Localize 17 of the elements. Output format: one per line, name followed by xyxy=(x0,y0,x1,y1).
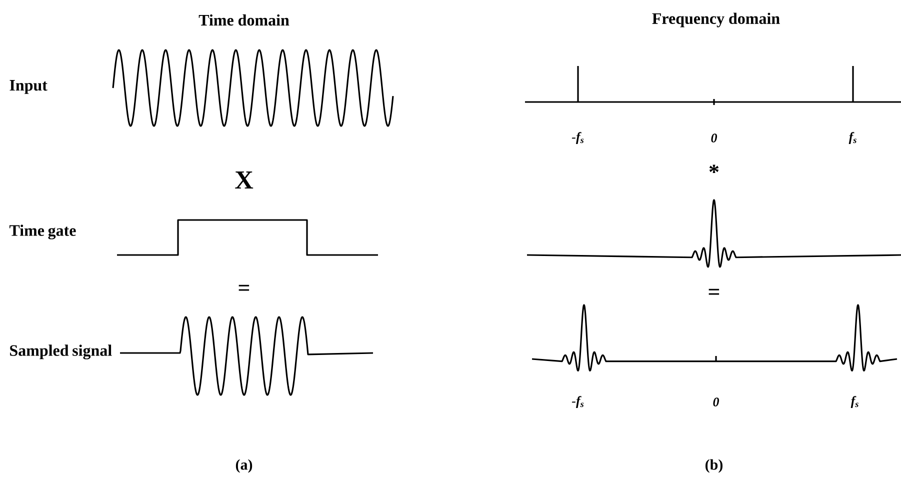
axis-tick-label: f$_{s}$ xyxy=(850,396,858,408)
column-heading: Frequency domain xyxy=(652,12,780,28)
panel-label: (a) xyxy=(236,459,252,473)
operator-symbol: X xyxy=(235,171,254,188)
operator-symbol: = xyxy=(238,284,250,291)
operator-symbol: * xyxy=(709,164,719,174)
axis-tick-label: f$_{s}$ xyxy=(848,132,856,144)
row-label: Input xyxy=(10,80,48,94)
panel-label: (b) xyxy=(706,459,722,473)
axis-tick-label: -f$_{s}$ xyxy=(572,132,584,144)
operator-symbol: = xyxy=(708,288,720,295)
axis-tick-label: 0 xyxy=(713,398,720,406)
row-label: Time gate xyxy=(9,224,76,240)
axis-tick-label: 0 xyxy=(711,134,718,142)
row-label: Sampled signal xyxy=(10,344,112,360)
column-heading: Time domain xyxy=(198,14,290,26)
axis-tick-label: -f$_{s}$ xyxy=(572,396,584,408)
